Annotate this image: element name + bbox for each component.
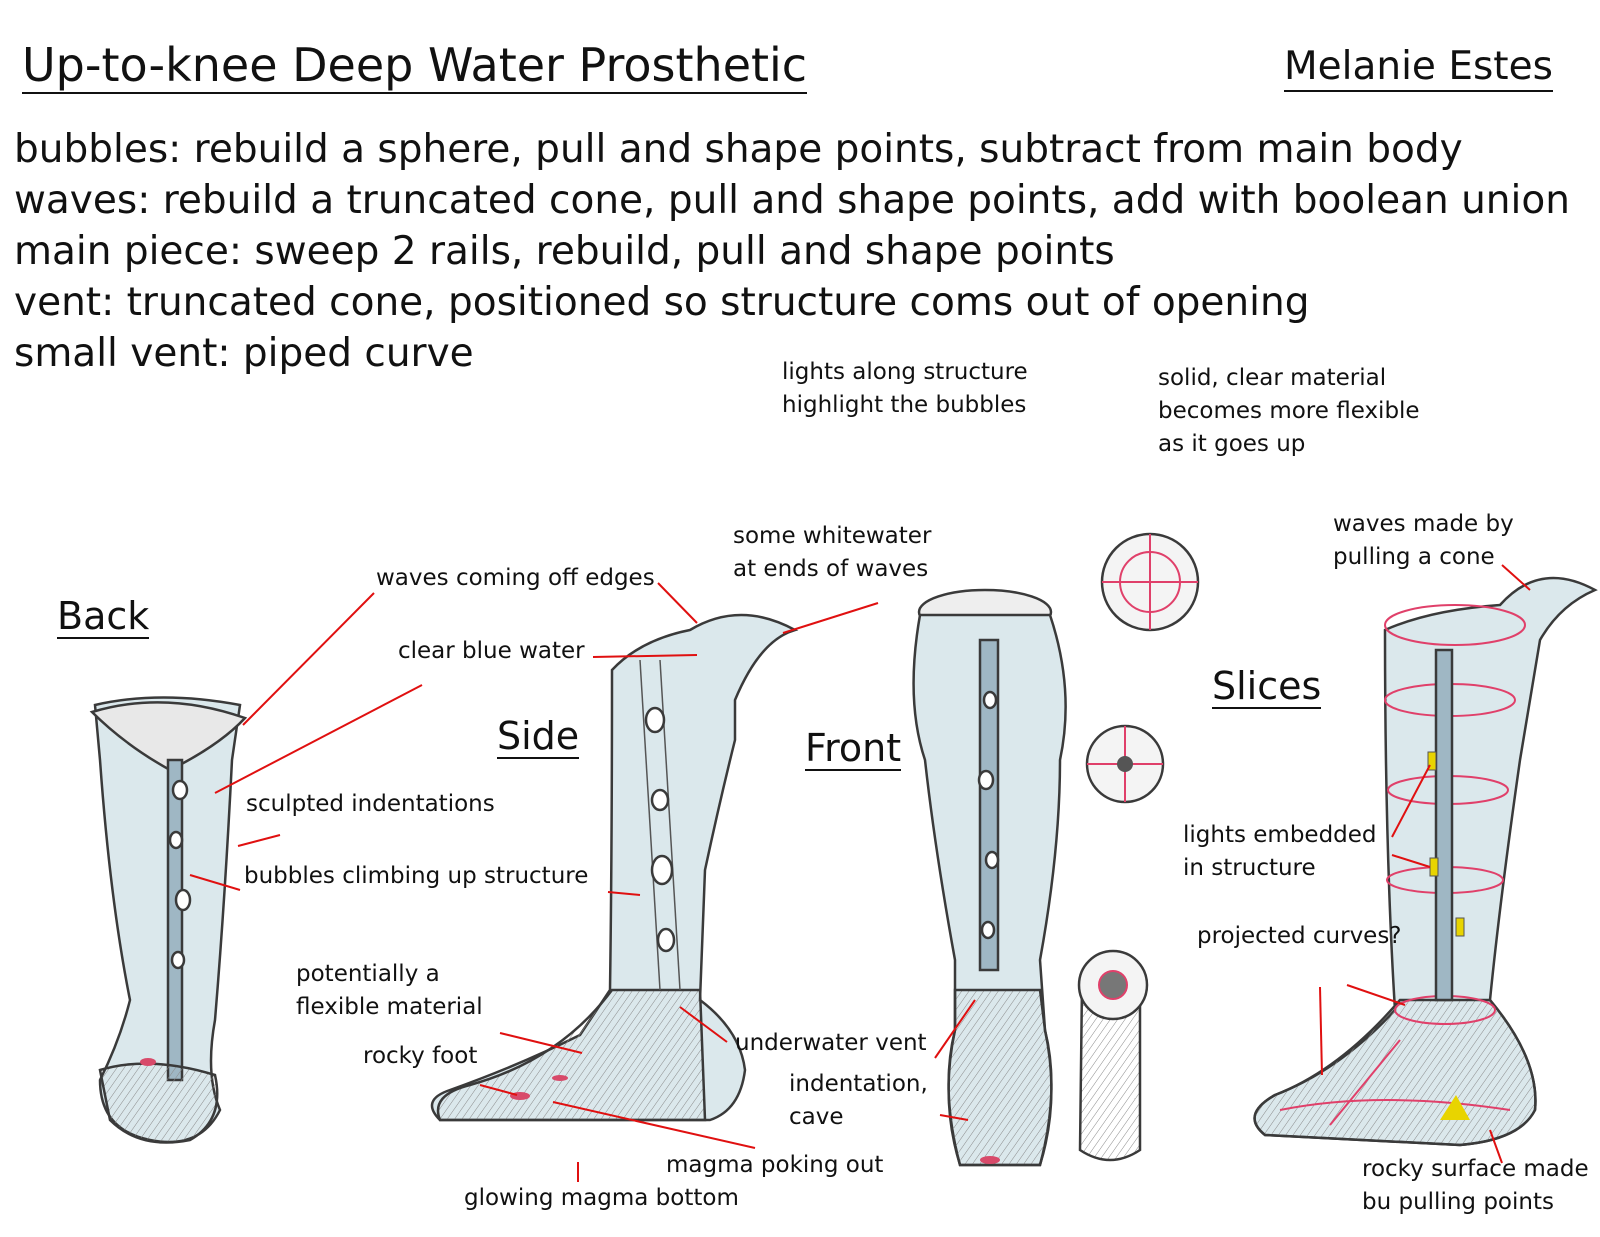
side-view-drawing xyxy=(430,613,799,1122)
annotation-line: rocky surface made xyxy=(1362,1156,1589,1182)
back-view-drawing xyxy=(89,696,248,1144)
annotation-line: as it goes up xyxy=(1158,431,1306,457)
annotation-clear-blue: clear blue water xyxy=(398,638,585,664)
annotation-line: lights embedded xyxy=(1183,822,1377,848)
annotation-magma-poking: magma poking out xyxy=(666,1152,884,1178)
perspective-view-drawing xyxy=(1253,576,1598,1147)
author-name: Melanie Estes xyxy=(1284,44,1553,92)
annotation-lights-structure: lights along structure highlight the bub… xyxy=(782,356,1028,422)
annotation-waves-cone: waves made by pulling a cone xyxy=(1333,508,1514,574)
annotation-lights-embedded: lights embedded in structure xyxy=(1183,819,1377,885)
annotation-line: potentially a xyxy=(296,961,440,987)
annotation-indentation: indentation, cave xyxy=(789,1068,928,1134)
annotation-rocky-foot: rocky foot xyxy=(363,1043,478,1069)
construction-notes: bubbles: rebuild a sphere, pull and shap… xyxy=(14,124,1570,379)
annotation-line: lights along structure xyxy=(782,359,1028,385)
page-title: Up-to-knee Deep Water Prosthetic xyxy=(22,38,808,94)
annotation-line: some whitewater xyxy=(733,523,932,549)
annotation-line: indentation, xyxy=(789,1071,928,1097)
note-bubbles: bubbles: rebuild a sphere, pull and shap… xyxy=(14,127,1463,172)
view-label-back: Back xyxy=(57,594,150,639)
annotation-projected: projected curves? xyxy=(1197,923,1402,949)
annotation-flexible: potentially a flexible material xyxy=(296,958,483,1024)
annotation-sculpted: sculpted indentations xyxy=(246,791,495,817)
annotation-line: highlight the bubbles xyxy=(782,392,1027,418)
annotation-line: waves made by xyxy=(1333,511,1514,537)
annotation-bubbles-climbing: bubbles climbing up structure xyxy=(244,863,589,889)
annotation-waves-edges: waves coming off edges xyxy=(376,565,655,591)
annotation-solid-clear: solid, clear material becomes more flexi… xyxy=(1158,362,1420,461)
leader-lines xyxy=(189,564,1531,1182)
note-small-vent: small vent: piped curve xyxy=(14,331,474,376)
front-view-drawing xyxy=(912,588,1067,1167)
annotation-line: at ends of waves xyxy=(733,556,929,582)
note-main-piece: main piece: sweep 2 rails, rebuild, pull… xyxy=(14,229,1115,274)
annotation-line: bu pulling points xyxy=(1362,1189,1554,1215)
annotation-line: flexible material xyxy=(296,994,483,1020)
slices-drawing xyxy=(1077,532,1200,1162)
view-label-front: Front xyxy=(805,726,902,771)
view-label-slices: Slices xyxy=(1212,664,1322,709)
annotation-line: pulling a cone xyxy=(1333,544,1495,570)
annotation-whitewater: some whitewater at ends of waves xyxy=(733,520,931,586)
annotation-underwater-vent: underwater vent xyxy=(735,1030,927,1056)
note-waves: waves: rebuild a truncated cone, pull an… xyxy=(14,178,1570,223)
annotation-line: becomes more flexible xyxy=(1158,398,1420,424)
annotation-line: cave xyxy=(789,1104,844,1130)
annotation-line: in structure xyxy=(1183,855,1316,881)
annotation-rocky-surface: rocky surface made bu pulling points xyxy=(1362,1153,1589,1219)
note-vent: vent: truncated cone, positioned so stru… xyxy=(14,280,1310,325)
annotation-magma-bottom: glowing magma bottom xyxy=(464,1185,739,1211)
view-label-side: Side xyxy=(497,714,580,759)
annotation-line: solid, clear material xyxy=(1158,365,1387,391)
